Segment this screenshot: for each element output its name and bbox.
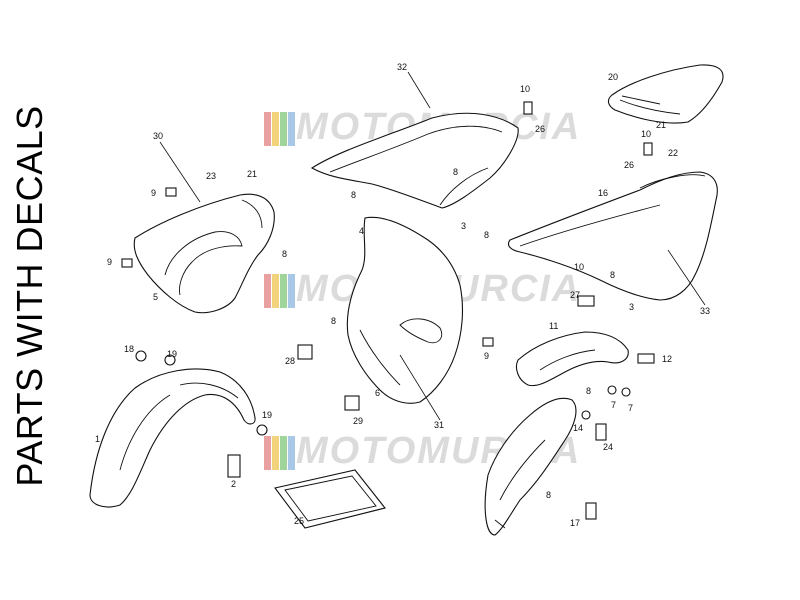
part-1-front-fender [89,368,256,508]
callout-number: 4 [359,226,364,236]
callout-number: 14 [573,423,583,433]
callout-number: 6 [375,388,380,398]
callout-number: 8 [351,190,356,200]
callout-number: 2 [231,479,236,489]
callout-number: 27 [570,290,580,300]
watermark-bar-red [264,274,271,308]
part-27-clip [577,295,595,307]
watermark-bar-yellow [272,436,279,470]
part-20-seat-tail [607,64,724,124]
callout-number: 21 [656,120,666,130]
callout-number: 5 [153,292,158,302]
watermark-bar-green [280,274,287,308]
part-32-side-cover [310,112,519,209]
callout-number: 30 [153,131,163,141]
leader-lines [159,71,706,421]
part-17-bolt [585,502,597,520]
callout-labels: 32 10 20 26 21 10 22 26 30 23 21 9 8 8 3… [95,62,710,528]
part-12-clip [637,353,655,364]
callout-number: 19 [262,410,272,420]
part-19b-washer [256,424,268,436]
watermark-bar-blue [288,436,295,470]
part-9-bolt [165,187,177,197]
callout-number: 29 [353,416,363,426]
callout-number: 9 [151,188,156,198]
callout-number: 19 [167,349,177,359]
callout-number: 11 [549,321,558,331]
callout-number: 7 [611,400,616,410]
callout-number: 20 [608,72,618,82]
callout-number: 32 [397,62,407,72]
callout-number: 8 [586,386,591,396]
part-7b-washer [621,387,631,397]
watermark-bar-green [280,112,287,146]
callout-number: 26 [535,124,545,134]
callout-number: 31 [434,420,444,430]
callout-number: 24 [603,442,613,452]
callout-number: 17 [570,518,580,528]
part-10-bolt-top [643,142,653,156]
callout-number: 12 [662,354,672,364]
part-31-front-panel [346,216,464,404]
part-10-bolt [523,101,533,115]
part-24-bolt [595,423,607,441]
part-2-bolt [227,454,241,478]
callout-number: 10 [520,84,530,94]
watermark-bar-red [264,436,271,470]
callout-number: 3 [629,302,634,312]
callout-number: 25 [294,516,304,526]
watermark-bar-blue [288,274,295,308]
callout-number: 7 [628,403,633,413]
callout-number: 8 [453,167,458,177]
callout-number: 23 [206,171,216,181]
callout-number: 16 [598,188,608,198]
part-7-washer [607,385,617,395]
callout-number: 8 [331,316,336,326]
part-25-decal-sheet [274,469,386,529]
callout-number: 28 [285,356,295,366]
callout-number: 18 [124,344,134,354]
part-14-washer [581,410,591,420]
callout-number: 33 [700,306,710,316]
callout-number: 22 [668,148,678,158]
watermark-bar-yellow [272,274,279,308]
callout-number: 1 [95,434,100,444]
part-18-washer [135,350,147,362]
part-11-bracket [515,331,629,387]
callout-number: 3 [461,221,466,231]
watermark-bar-green [280,436,287,470]
callout-number: 8 [282,249,287,259]
part-28-pad [297,344,313,360]
part-29-pad [344,395,360,411]
hardware [121,101,655,520]
callout-number: 8 [610,270,615,280]
part-30-radiator-shroud-left [133,193,275,314]
callout-number: 26 [624,160,634,170]
part-19-washer [164,354,176,366]
watermark-bar-blue [288,112,295,146]
part-9b-bolt [121,258,133,268]
callout-number: 10 [641,129,651,139]
part-33-side-panel-right [507,171,718,301]
callout-number: 8 [546,490,551,500]
callout-number: 9 [107,257,112,267]
callout-number: 8 [484,230,489,240]
watermark-bar-yellow [272,112,279,146]
callout-number: 21 [247,169,257,179]
watermark-bar-red [264,112,271,146]
part-14-rear-mudguard [484,397,577,536]
callout-number: 9 [484,351,489,361]
callout-number: 10 [574,262,584,272]
part-9c-bolt [482,337,494,347]
